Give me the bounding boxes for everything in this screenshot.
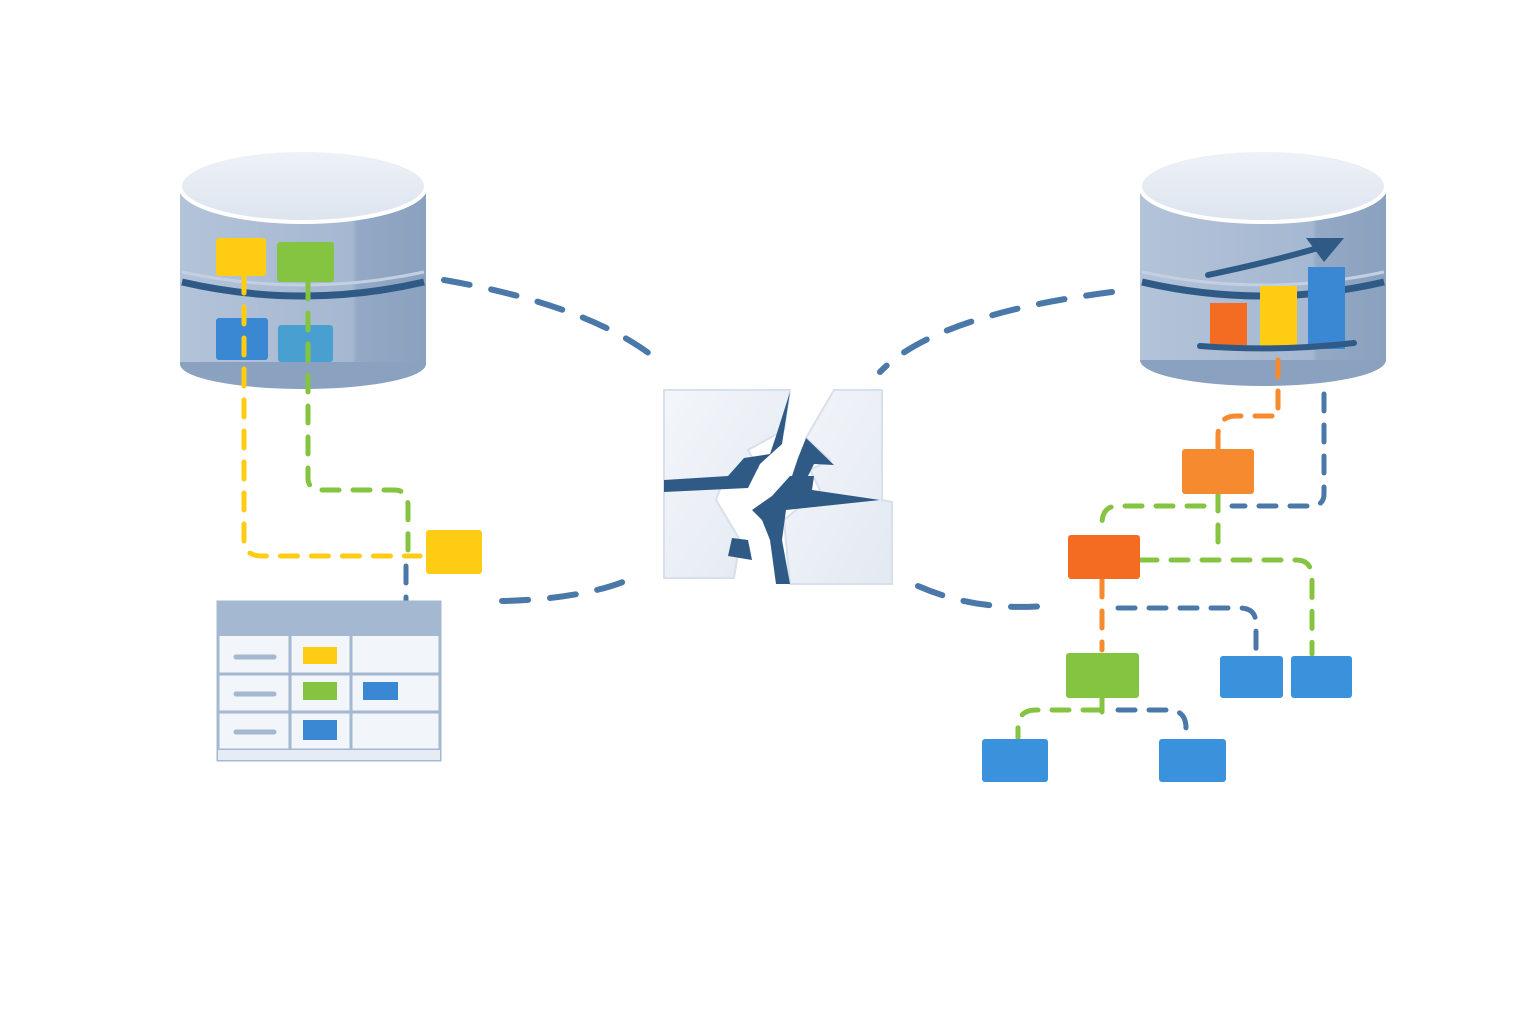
green-connector <box>305 279 411 553</box>
tree-node-green[interactable] <box>1066 653 1139 698</box>
main-connectors <box>441 277 1115 610</box>
orange-bar <box>1210 303 1247 349</box>
tree-connectors <box>1015 357 1327 741</box>
analytics-database-icon[interactable] <box>1138 148 1388 386</box>
tree-node-orange-mid[interactable] <box>1068 535 1140 579</box>
tree-node-blue-leaf-left[interactable] <box>982 739 1048 782</box>
source-database-icon[interactable] <box>178 148 428 389</box>
tree-node-blue-leaf-right[interactable] <box>1159 739 1226 782</box>
connector-target-db-to-center <box>877 289 1115 375</box>
crack-lower-left <box>728 538 752 560</box>
connector-center-to-tree <box>915 583 1047 610</box>
crack-center <box>752 476 880 584</box>
yellow-tag-icon[interactable] <box>426 530 482 574</box>
crack-left <box>664 392 790 492</box>
trend-arrow-icon <box>1205 245 1321 278</box>
yellow-connector <box>241 273 423 559</box>
crack-upper <box>792 438 834 476</box>
tree-node-blue-right-1[interactable] <box>1220 656 1283 698</box>
source-yellow-block <box>216 238 266 276</box>
table-cell-green <box>303 682 337 700</box>
yellow-bar <box>1260 286 1297 349</box>
tree-hierarchy-icon[interactable] <box>982 449 1352 782</box>
connector-source-db-to-center <box>441 277 663 365</box>
tree-node-orange-top[interactable] <box>1182 449 1254 494</box>
tree-node-blue-right-2[interactable] <box>1291 656 1352 698</box>
blue-bar <box>1308 267 1345 349</box>
broken-connection-icon[interactable] <box>663 389 893 585</box>
connector-table-to-center <box>499 573 639 604</box>
table-cell-blue <box>303 720 337 740</box>
table-cell-blue-right <box>363 682 398 700</box>
table-cell-yellow <box>303 647 337 664</box>
source-green-block <box>277 242 334 282</box>
source-table-icon[interactable] <box>216 600 442 762</box>
source-steel-blue-block <box>278 325 333 362</box>
